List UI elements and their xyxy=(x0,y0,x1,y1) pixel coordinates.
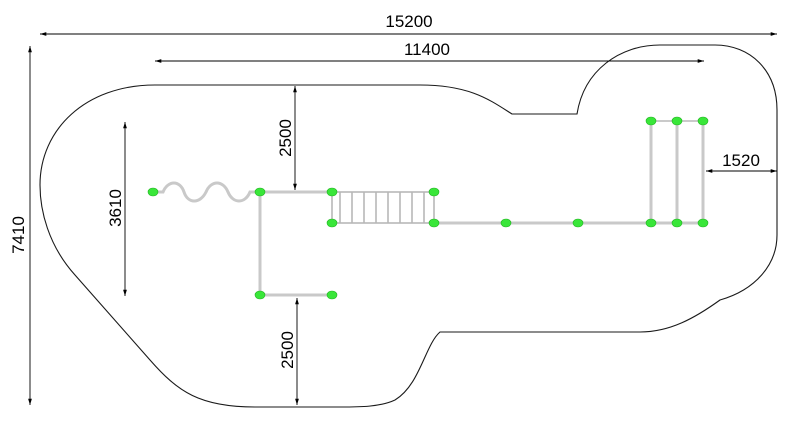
posts xyxy=(147,116,709,300)
post xyxy=(254,187,266,197)
post xyxy=(697,218,709,228)
dim-label-overall-height: 7410 xyxy=(9,216,28,254)
post xyxy=(326,290,338,300)
dim-label-inner-width: 11400 xyxy=(404,40,450,59)
post xyxy=(500,218,512,228)
ladder-frame xyxy=(331,191,435,224)
post xyxy=(326,187,338,197)
dim-label-top-offset: 2500 xyxy=(276,119,295,157)
post xyxy=(147,187,159,197)
post xyxy=(572,218,584,228)
post xyxy=(254,290,266,300)
dim-label-right-offset: 1520 xyxy=(722,151,760,170)
post xyxy=(645,116,657,126)
dim-label-left-height: 3610 xyxy=(106,189,125,227)
post xyxy=(671,116,683,126)
post xyxy=(428,218,440,228)
post xyxy=(428,187,440,197)
post xyxy=(697,116,709,126)
dim-label-overall-width: 15200 xyxy=(385,12,432,31)
dim-label-bottom-offset: 2500 xyxy=(278,331,297,369)
post xyxy=(645,218,657,228)
post xyxy=(326,218,338,228)
ladder-rungs xyxy=(339,192,425,223)
wavy-beam xyxy=(151,181,262,203)
safety-zone-outline xyxy=(39,44,778,408)
post xyxy=(671,218,683,228)
